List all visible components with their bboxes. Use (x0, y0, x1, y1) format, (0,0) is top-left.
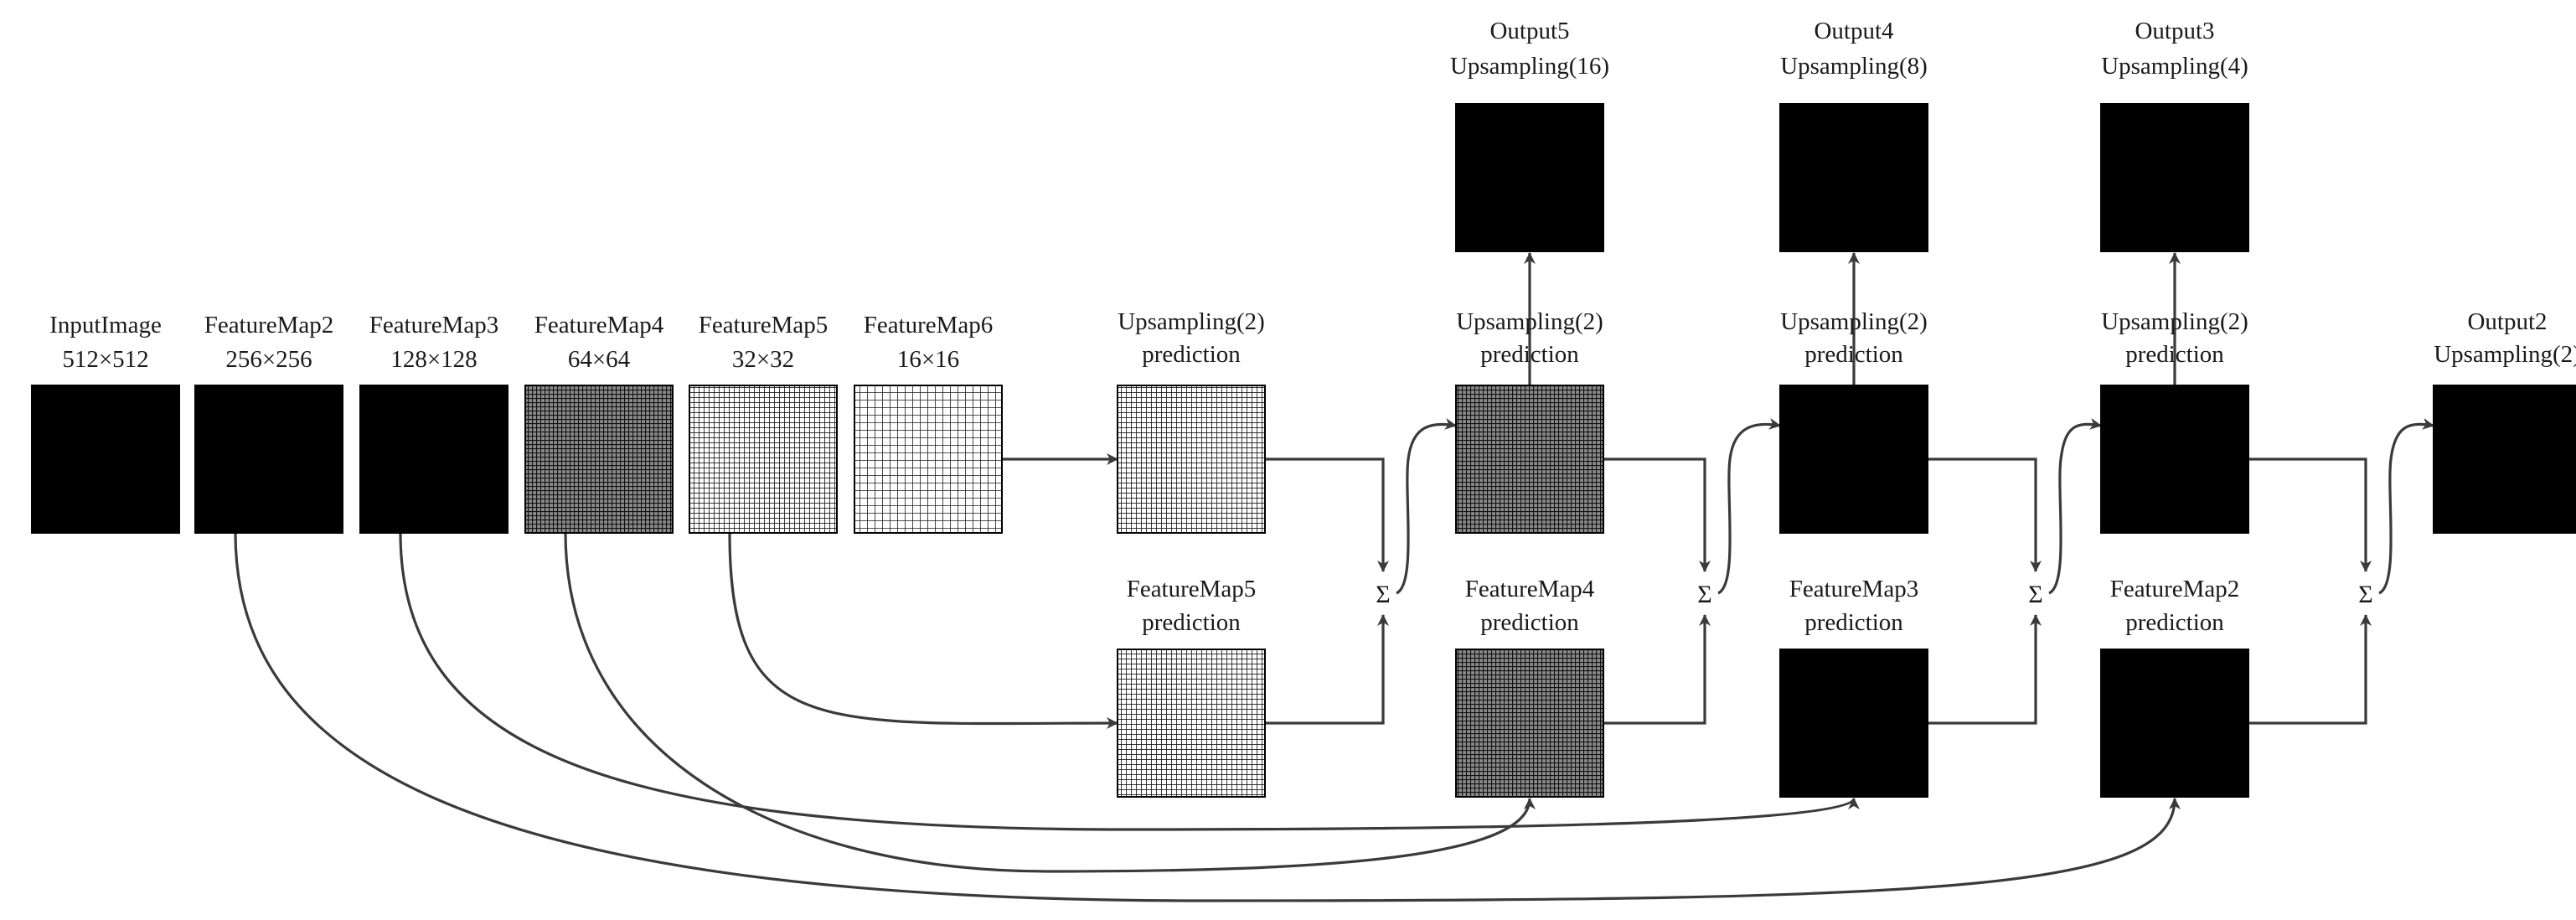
fm2p-title: FeatureMap2 (2110, 576, 2240, 602)
fm4p-subtitle: prediction (1480, 609, 1579, 636)
out5-title: Output5 (1489, 18, 1569, 44)
out4-title: Output4 (1814, 18, 1894, 44)
edge-fm2p-to-s4 (2248, 614, 2372, 725)
input-box (31, 385, 180, 534)
fm5p-subtitle: prediction (1142, 609, 1241, 636)
up2-subtitle: prediction (1480, 341, 1579, 368)
out4-box (1779, 103, 1928, 252)
out3-subtitle: Upsampling(4) (2101, 53, 2248, 80)
s1-sum-symbol: Σ (1376, 581, 1390, 608)
up1-box (1117, 385, 1266, 534)
up3-box (1779, 385, 1928, 534)
edge-s4-to-out2 (2378, 417, 2434, 595)
edge-fm3p-to-s3 (1928, 614, 2042, 725)
fm4-box (524, 385, 674, 534)
out5-box (1455, 103, 1604, 252)
fm2p-box (2100, 649, 2249, 798)
fm3p-title: FeatureMap3 (1789, 576, 1919, 602)
up4-box (2100, 385, 2249, 534)
fm6-title: FeatureMap6 (864, 312, 994, 339)
edge-fm4-to-fm4p (564, 532, 1536, 873)
fm6-subtitle: 16×16 (897, 346, 959, 373)
up2-box (1455, 385, 1604, 534)
fm4p-box (1455, 649, 1604, 798)
out3-box (2100, 103, 2249, 252)
edge-up2-to-s2 (1603, 457, 1711, 572)
out4-subtitle: Upsampling(8) (1780, 53, 1928, 80)
fm4-title: FeatureMap4 (534, 312, 664, 339)
out5-subtitle: Upsampling(16) (1450, 53, 1609, 80)
out3-title: Output3 (2135, 18, 2214, 44)
edge-fm4p-to-s2 (1603, 614, 1711, 725)
fm2-box (194, 385, 343, 534)
edge-fm3-to-fm3p (399, 532, 1860, 831)
fm5p-box (1117, 649, 1266, 798)
fm4p-title: FeatureMap4 (1465, 576, 1595, 602)
fm3p-subtitle: prediction (1804, 609, 1903, 636)
s2-sum-symbol: Σ (1697, 581, 1711, 608)
up3-title: Upsampling(2) (1780, 308, 1928, 335)
edge-fm5p-to-s1 (1265, 614, 1389, 725)
fm5-box (689, 385, 838, 534)
fm4-subtitle: 64×64 (568, 346, 631, 373)
fm6-box (854, 385, 1003, 534)
s3-sum-symbol: Σ (2028, 581, 2042, 608)
up4-title: Upsampling(2) (2101, 308, 2248, 335)
fm3p-box (1779, 649, 1928, 798)
up1-subtitle: prediction (1142, 341, 1241, 368)
out2-subtitle: Upsampling(2) (2434, 341, 2576, 368)
edge-up1-to-s1 (1265, 457, 1389, 572)
up2-title: Upsampling(2) (1456, 308, 1603, 335)
out2-box (2433, 385, 2576, 534)
edge-fm2-to-fm2p (234, 532, 2181, 902)
fm5-title: FeatureMap5 (699, 312, 829, 339)
fm2-title: FeatureMap2 (204, 312, 334, 339)
fm5p-title: FeatureMap5 (1127, 576, 1257, 602)
up4-subtitle: prediction (2125, 341, 2224, 368)
fm3-subtitle: 128×128 (390, 346, 477, 373)
edge-up3-to-s3 (1928, 457, 2042, 572)
out2-title: Output2 (2467, 308, 2547, 335)
fm3-box (359, 385, 508, 534)
fm3-title: FeatureMap3 (369, 312, 499, 339)
fm2-subtitle: 256×256 (225, 346, 312, 373)
fm5-subtitle: 32×32 (732, 346, 794, 373)
edge-fm5-to-fm5p (728, 532, 1118, 730)
input-subtitle: 512×512 (62, 346, 148, 373)
up3-subtitle: prediction (1804, 341, 1903, 368)
edge-up4-to-s4 (2248, 457, 2372, 572)
fm2p-subtitle: prediction (2125, 609, 2224, 636)
edge-s3-to-up4 (2048, 417, 2102, 595)
s4-sum-symbol: Σ (2358, 581, 2372, 608)
up1-title: Upsampling(2) (1118, 308, 1265, 335)
edge-s1-to-up2 (1396, 417, 1457, 595)
edge-s2-to-up3 (1717, 417, 1781, 595)
input-title: InputImage (49, 312, 162, 339)
